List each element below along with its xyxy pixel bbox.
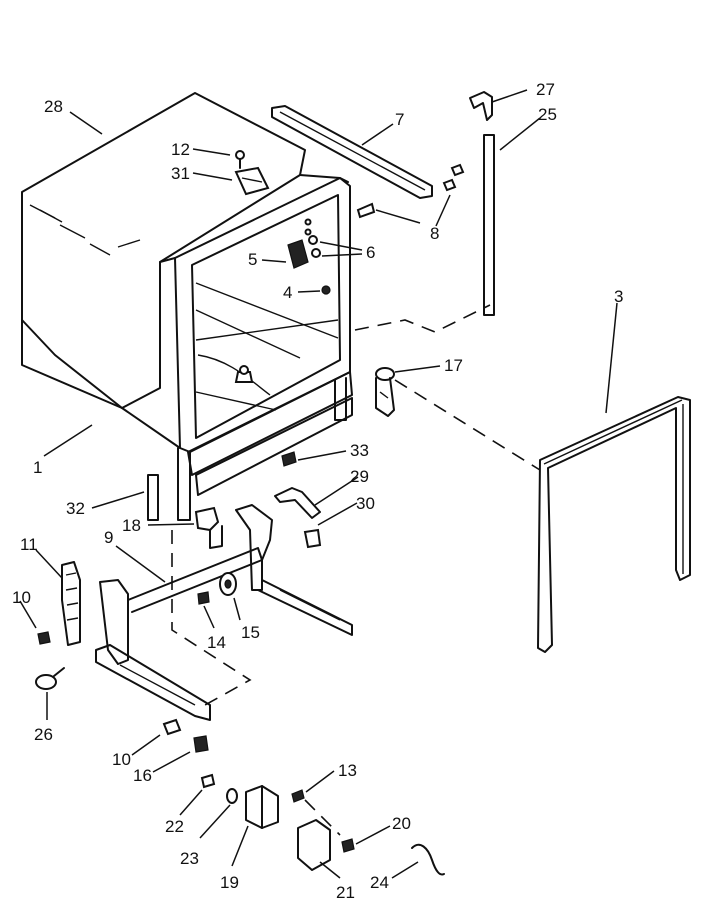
part-30-foot [303,528,322,549]
callout-30: 30 [356,494,375,513]
callout-3: 3 [614,287,623,306]
callout-28: 28 [44,97,63,116]
callout-13: 13 [338,761,357,780]
callout-6: 6 [366,243,375,262]
part-8-screws [356,163,465,219]
part-20-screw [341,838,355,853]
part-11-leg [61,561,81,646]
part-22-screw [200,773,216,789]
callout-10-left: 10 [12,588,31,607]
callout-19: 19 [220,873,239,892]
callout-25: 25 [538,105,557,124]
part-19-bracket [245,785,279,829]
callout-24: 24 [370,873,389,892]
callout-11: 11 [20,535,38,554]
callout-15: 15 [241,623,260,642]
callout-22: 22 [165,817,184,836]
callout-18: 18 [122,516,141,535]
part-27-clip [469,91,493,121]
part-13-screw [291,789,305,803]
part-10-screws [37,631,182,736]
part-9-base-frame [95,504,353,721]
callout-10-bottom: 10 [112,750,131,769]
part-15-wheel [219,572,237,596]
callout-23: 23 [180,849,199,868]
dashed-reference-lines [171,304,541,836]
part-24-wire [411,843,445,876]
part-7-top-rail [271,105,433,199]
callout-29: 29 [350,467,369,486]
callout-26: 26 [34,725,53,744]
callout-16: 16 [133,766,152,785]
part-32-strip [147,474,159,521]
part-3-door-gasket [537,396,691,653]
callout-20: 20 [392,814,411,833]
callout-7: 7 [395,110,404,129]
leader-lines [19,89,618,879]
part-17-latch [375,367,395,417]
callout-4: 4 [283,283,292,302]
part-16-nut [193,735,209,753]
part-33-screw [281,451,297,467]
callout-9: 9 [104,528,113,547]
part-31-clip [234,166,270,196]
callout-1: 1 [33,458,42,477]
part-14-screw [197,591,210,605]
callout-32: 32 [66,499,85,518]
callout-12: 12 [171,140,190,159]
part-1-tub [121,174,353,521]
callout-31: 31 [171,164,190,183]
callout-5: 5 [248,250,257,269]
callout-33: 33 [350,441,369,460]
callout-labels: 28 12 31 7 27 25 8 6 5 4 3 17 1 33 29 30… [12,80,623,902]
callout-21: 21 [336,883,355,902]
part-28-insulation-wrap [21,92,306,409]
callout-17: 17 [444,356,463,375]
part-18-bracket [194,506,223,549]
part-25-seal-strip [483,134,495,316]
callout-8: 8 [430,224,439,243]
part-12-screw [235,150,245,169]
callout-14: 14 [207,633,226,652]
part-23-washer [226,788,238,804]
part-29-bracket [274,487,321,519]
part-26-leveling-leg [35,667,65,690]
callout-27: 27 [536,80,555,99]
part-21-bracket [297,819,331,871]
